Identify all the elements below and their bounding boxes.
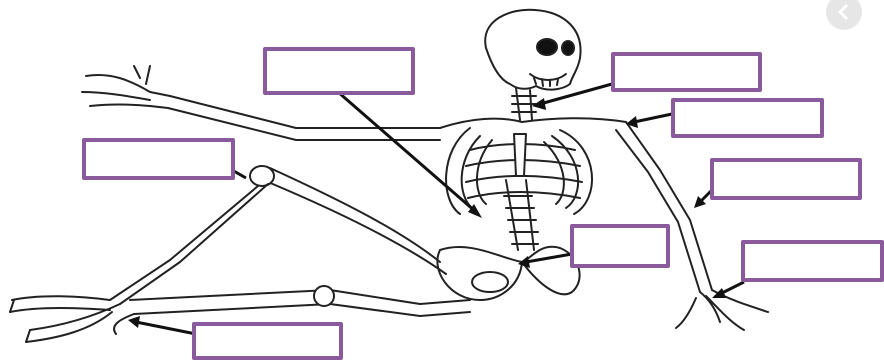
arrow-clavicle (634, 114, 672, 122)
label-box-clavicle[interactable] (671, 98, 824, 138)
label-box-pelvis[interactable] (570, 224, 670, 268)
arrow-spine (338, 92, 476, 212)
chevron-left-icon (836, 4, 852, 20)
label-box-wrist[interactable] (741, 240, 884, 282)
label-box-spine[interactable] (263, 47, 415, 95)
label-box-femur[interactable] (82, 138, 235, 180)
label-box-neck[interactable] (611, 52, 762, 92)
label-box-humerus[interactable] (710, 158, 862, 200)
arrow-foot (136, 322, 196, 334)
label-box-foot[interactable] (192, 322, 343, 360)
